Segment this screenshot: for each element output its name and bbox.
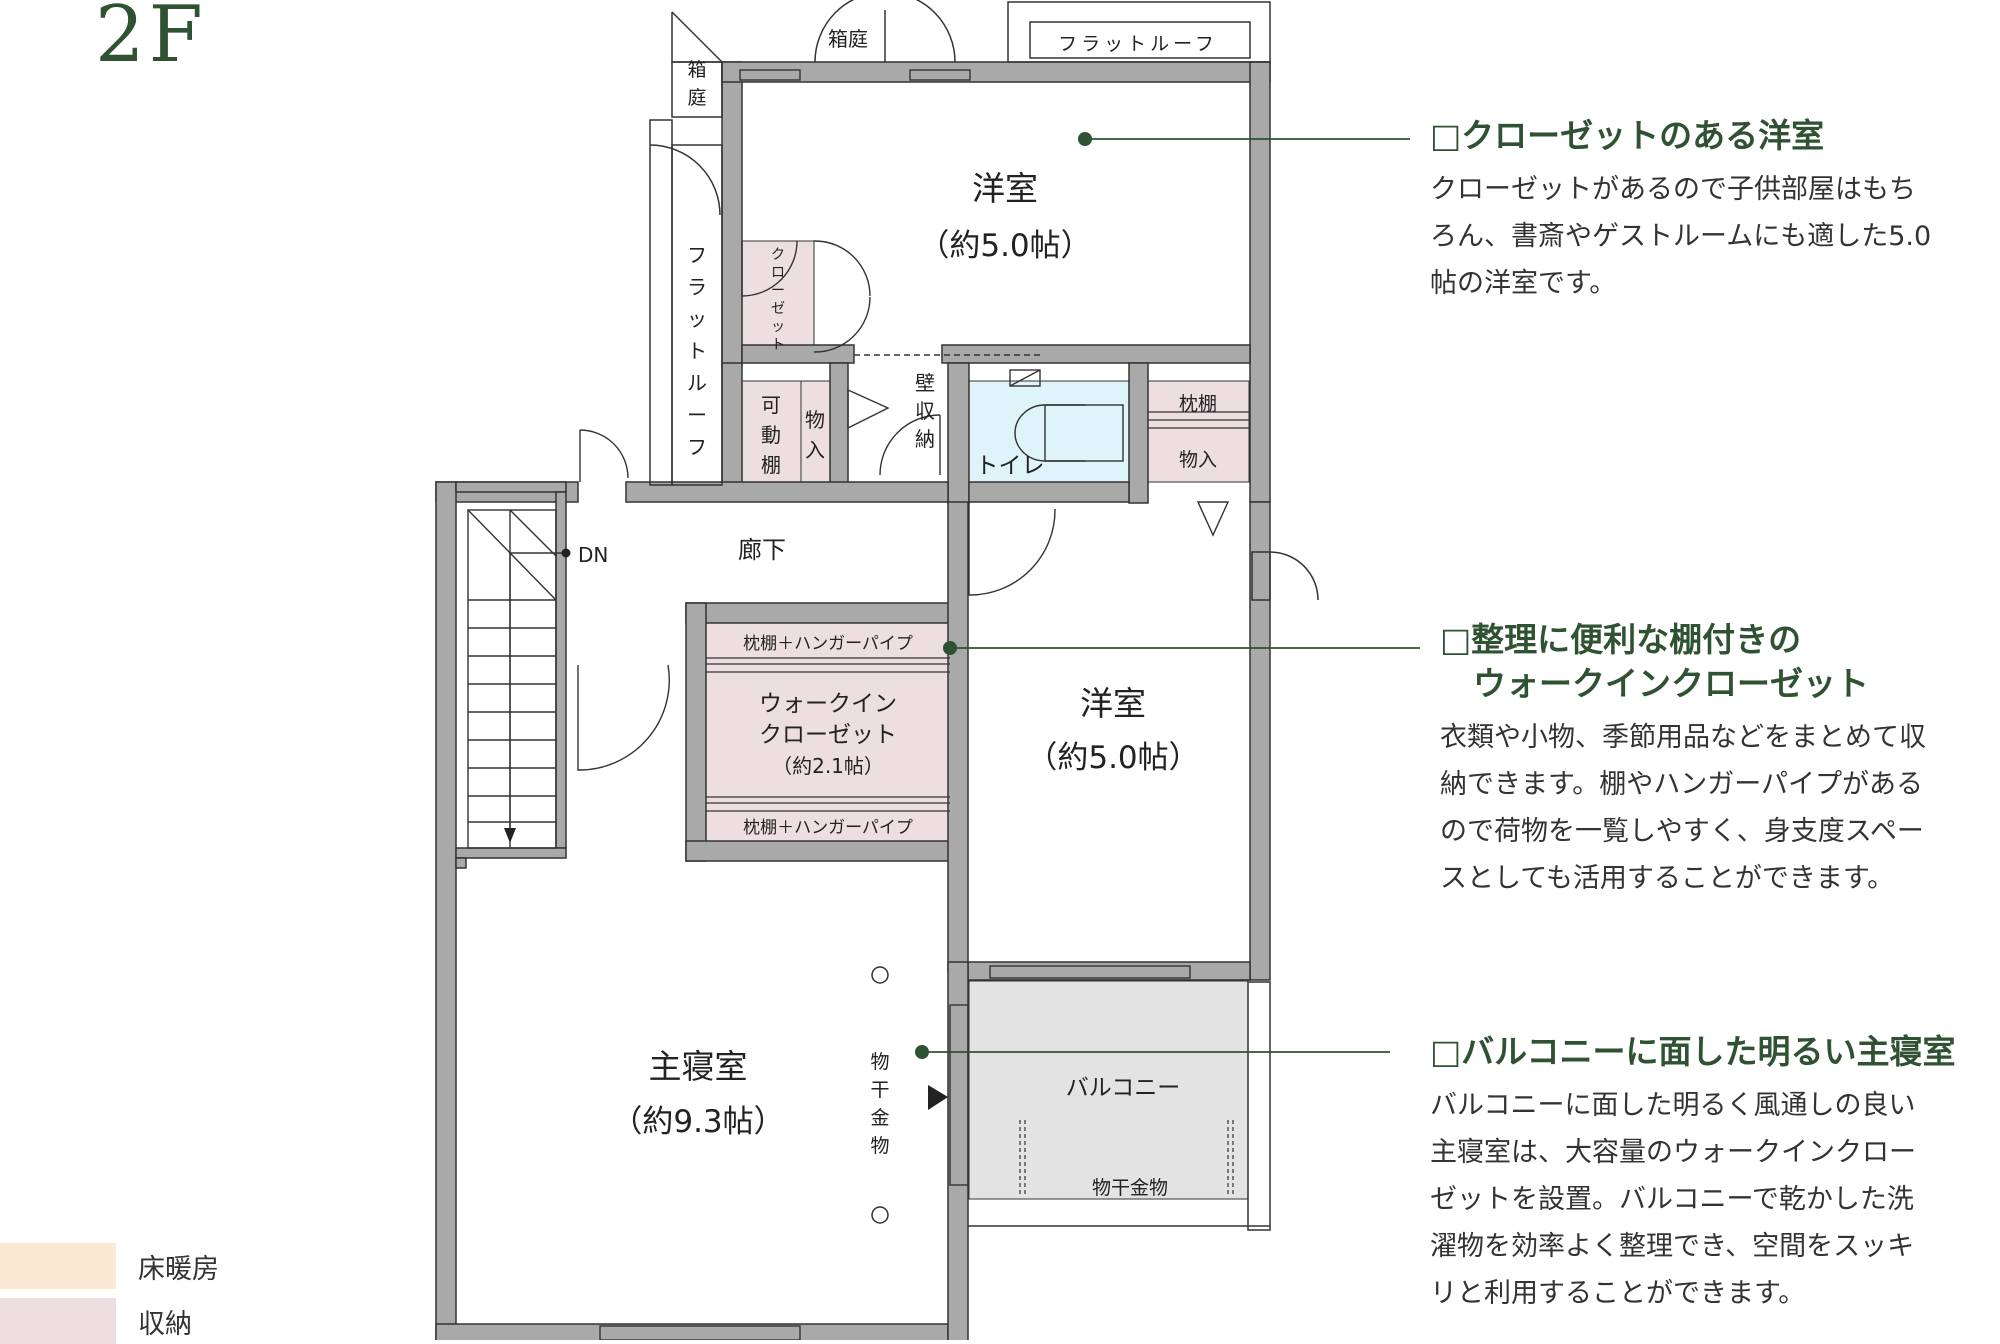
svg-text:金: 金 (870, 1107, 889, 1129)
legend-storage: 収納 (0, 1298, 192, 1344)
west-room-2-size: （約5.0帖） (1026, 740, 1199, 776)
feature-walk-in-closet-title: □整理に便利な棚付きの ウォークインクローゼット (1440, 620, 1869, 703)
wic-area (705, 622, 951, 842)
shelf-pipe-label-top: 枕棚＋ハンガーパイプ (743, 634, 913, 654)
balcony-area (968, 980, 1249, 1200)
svg-text:フ: フ (687, 435, 707, 459)
exterior-lines (649, 0, 1319, 1231)
svg-text:ク: ク (771, 247, 785, 263)
leader-dot-3 (915, 1045, 929, 1059)
svg-text:ッ: ッ (771, 319, 785, 335)
svg-text:物: 物 (870, 1051, 889, 1073)
svg-text:可: 可 (761, 393, 781, 417)
feature-closet-room-title: □クローゼットのある洋室 (1430, 116, 1825, 155)
leader-dot-1 (1078, 132, 1092, 146)
feature-master-bedroom: □バルコニーに面した明るい主寝室 バルコニーに面した明るく風通しの良い 主寝室は… (1430, 1030, 1956, 1317)
drying-vertical-label: 物 干 金 物 (870, 1051, 889, 1157)
stairs-down-label: DN (578, 543, 608, 567)
svg-text:ラ: ラ (687, 275, 707, 299)
svg-text:フ: フ (687, 243, 707, 267)
feature-master-bedroom-desc: バルコニーに面した明るく風通しの良い 主寝室は、大容量のウォークインクロー ゼッ… (1430, 1090, 1916, 1309)
storage-area-right (1147, 380, 1250, 483)
legend-storage-swatch (0, 1298, 116, 1344)
master-room-size: （約9.3帖） (611, 1104, 784, 1140)
svg-text:入: 入 (805, 438, 825, 462)
feature-walk-in-closet: □整理に便利な棚付きの ウォークインクローゼット 衣類や小物、季節用品などをまと… (1440, 618, 1926, 902)
wic-shelves (706, 411, 1249, 812)
storage-horizontal-label: 物入 (1179, 449, 1217, 471)
hakoniwa-left-2: 庭 (687, 87, 706, 109)
feature-master-bedroom-title: □バルコニーに面した明るい主寝室 (1430, 1032, 1956, 1071)
feature-walk-in-closet-desc: 衣類や小物、季節用品などをまとめて収 納できます。棚やハンガーパイプがある ので… (1440, 722, 1926, 894)
svg-text:ッ: ッ (687, 307, 707, 331)
wall-storage-label: 壁 収 納 (915, 371, 935, 451)
west-room-2-name: 洋室 (1080, 684, 1146, 723)
svg-text:物: 物 (805, 408, 825, 432)
windows (599, 69, 1191, 1340)
room-fills (705, 82, 1250, 1200)
legend-storage-label: 収納 (138, 1308, 192, 1340)
entry-arrow (928, 1085, 948, 1110)
movable-shelf-label: 可 動 棚 (761, 393, 781, 477)
walls (435, 61, 1271, 1340)
hakoniwa-left-1: 箱 (687, 59, 706, 81)
shelf-pipe-label-bottom: 枕棚＋ハンガーパイプ (743, 818, 913, 838)
closet-vertical-label: ク ロ ー ゼ ッ ト (771, 247, 785, 353)
drying-horizontal-label: 物干金物 (1092, 1177, 1168, 1199)
drying-hook-top (871, 966, 889, 984)
hakoniwa-top-label: 箱庭 (828, 27, 868, 51)
svg-text:ー: ー (687, 403, 707, 427)
storage-vertical-label: 物 入 (805, 408, 825, 462)
svg-text:ト: ト (771, 337, 785, 353)
svg-text:納: 納 (915, 427, 935, 451)
svg-text:ト: ト (687, 339, 707, 363)
flat-roof-top-label: フラットルーフ (1058, 33, 1218, 55)
legend-floor-heating-label: 床暖房 (138, 1253, 219, 1285)
svg-text:物: 物 (870, 1135, 889, 1157)
svg-text:干: 干 (870, 1079, 889, 1101)
toilet-area (968, 380, 1130, 483)
legend-floor-heating-swatch (0, 1243, 116, 1289)
drying-hook-bottom (871, 1206, 889, 1224)
leader-dot-2 (943, 641, 957, 655)
drying-rails (1019, 1120, 1234, 1195)
toilet-label: トイレ (976, 453, 1045, 479)
svg-text:棚: 棚 (761, 453, 781, 477)
doors (577, 240, 1230, 771)
svg-text:ル: ル (687, 371, 707, 395)
svg-text:収: 収 (915, 399, 935, 423)
west-room-1-name: 洋室 (972, 169, 1038, 208)
feature-closet-room: □クローゼットのある洋室 クローゼットがあるので子供部屋はもち ろん、書斎やゲス… (1430, 114, 1931, 307)
wic-size: （約2.1帖） (772, 754, 884, 778)
legend-floor-heating: 床暖房 (0, 1243, 219, 1289)
svg-text:ー: ー (771, 283, 785, 299)
svg-text:壁: 壁 (915, 371, 935, 395)
feature-closet-room-desc: クローゼットがあるので子供部屋はもち ろん、書斎やゲストルームにも適した5.0 … (1430, 174, 1932, 299)
floor-label: 2F (95, 0, 207, 80)
flat-roof-vertical-label: フ ラ ッ ト ル ー フ (687, 243, 707, 459)
balcony-label: バルコニー (1066, 1075, 1181, 1101)
wic-line2: クローゼット (759, 722, 897, 748)
wic-line1: ウォークイン (759, 691, 897, 717)
svg-text:ロ: ロ (771, 265, 785, 281)
svg-text:動: 動 (761, 423, 781, 447)
west-room-1-size: （約5.0帖） (918, 228, 1091, 264)
leader-lines (922, 138, 1420, 1053)
pillow-shelf-label: 枕棚 (1179, 393, 1217, 415)
svg-text:ゼ: ゼ (771, 301, 785, 317)
staircase (467, 509, 571, 849)
master-room-name: 主寝室 (649, 1047, 748, 1086)
hallway-label: 廊下 (738, 536, 786, 564)
